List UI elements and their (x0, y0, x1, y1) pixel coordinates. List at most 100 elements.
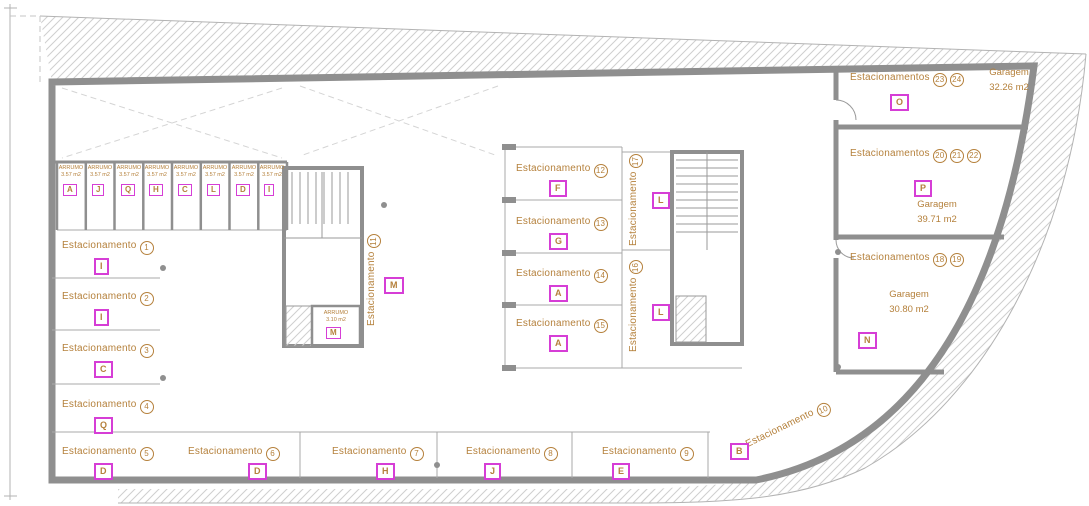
storage-name: ARRUMO (144, 165, 170, 171)
storage-area: 3.10 m2 (326, 316, 346, 323)
garage-number-circle: 22 (966, 149, 981, 163)
garage-name: Estacionamentos (850, 252, 930, 263)
spot-number-circle: 16 (629, 260, 643, 275)
boundary-dashed-corner (10, 15, 41, 82)
garage-area-3: Garagem 30.80 m2 (874, 288, 944, 317)
storage-area: 3.57 m2 (119, 171, 139, 178)
hatch-right-band (640, 54, 1086, 503)
spot-number-circle: 4 (139, 400, 154, 414)
storage-name: ARRUMO (259, 165, 285, 171)
shaft-right (675, 295, 707, 343)
site-boundary-left (4, 4, 17, 500)
garage-area-2: Garagem 39.71 m2 (902, 198, 972, 227)
storage-name: ARRUMO (173, 165, 199, 171)
center-bay-wall-stubs (502, 144, 516, 371)
spot-letter-badge-17: L (652, 192, 670, 209)
storage-badge-8: I (264, 184, 275, 196)
spot-name: Estacionamento (62, 399, 137, 410)
storage-area: 3.57 m2 (147, 171, 167, 178)
spot-name: Estacionamento (366, 251, 377, 326)
spot-letter-badge-6: D (248, 463, 267, 480)
spot-letter-badge-14: A (549, 285, 568, 302)
site-boundary-top (39, 15, 1087, 55)
shaft-left (285, 305, 313, 347)
column-dots (160, 202, 841, 468)
garage-letter-badge-p: P (914, 180, 933, 197)
garagem-area: 30.80 m2 (889, 303, 929, 315)
spot-number-circle: 2 (139, 292, 154, 306)
storage-area: 3.57 m2 (205, 171, 225, 178)
garagem-word: Garagem (889, 289, 929, 300)
center-bay-lines (504, 146, 742, 369)
storage-badge-4: H (149, 184, 163, 196)
garagem-area: 39.71 m2 (917, 213, 957, 225)
spot-letter-badge-2: I (94, 309, 109, 326)
spot-letter-badge-1: I (94, 258, 109, 275)
storage-badge-2: J (92, 184, 105, 196)
spot-name: Estacionamento (516, 268, 591, 279)
storage-badge-6: L (207, 184, 220, 196)
garage-number-circle: 18 (932, 253, 947, 267)
spot-number-circle: 1 (139, 241, 154, 255)
garage-letter-badge-n: N (858, 332, 877, 349)
spot-number-circle: 13 (593, 217, 608, 231)
spot-number-circle: 8 (543, 447, 558, 461)
spot-number-circle: 5 (139, 447, 154, 461)
spot-name: Estacionamento (62, 240, 137, 251)
spot-name: Estacionamento (62, 343, 137, 354)
storage-room-m (310, 304, 362, 348)
spot-name: Estacionamento (332, 446, 407, 457)
storage-badge-7: D (236, 184, 250, 196)
spot-name: Estacionamento (466, 446, 541, 457)
parking-divider-lines (52, 277, 710, 478)
storage-name: ARRUMO (231, 165, 257, 171)
spot-name: Estacionamento (188, 446, 263, 457)
stair-treads-left (284, 172, 362, 239)
spot-number-circle: 15 (593, 319, 608, 333)
spot-name: Estacionamento (602, 446, 677, 457)
spot-number-circle: 9 (679, 447, 694, 461)
spot-number-circle: 6 (265, 447, 280, 461)
spot-name: Estacionamento (62, 291, 137, 302)
parking-spot-label-11: Estacionamento 11 (366, 234, 381, 326)
garage-name: Estacionamentos (850, 148, 930, 159)
garagem-word: Garagem (989, 67, 1029, 78)
storage-area: 3.57 m2 (176, 171, 196, 178)
storage-badge-3: Q (121, 184, 136, 196)
spot-letter-badge-16: L (652, 304, 670, 321)
garagem-word: Garagem (917, 199, 957, 210)
garage-letter-badge-o: O (890, 94, 910, 111)
storage-badge-5: C (178, 184, 192, 196)
spot-letter-badge-12: F (549, 180, 567, 197)
spot-letter-badge-13: G (549, 233, 569, 250)
storage-badge-1: A (63, 184, 77, 196)
storage-area: 3.57 m2 (61, 171, 81, 178)
garage-number-circle: 21 (949, 149, 964, 163)
garage-number-circle: 19 (949, 253, 964, 267)
storage-area: 3.57 m2 (90, 171, 110, 178)
spot-name: Estacionamento (628, 171, 639, 246)
spot-letter-badge-11: M (384, 277, 404, 294)
spot-number-circle: 11 (367, 234, 381, 249)
